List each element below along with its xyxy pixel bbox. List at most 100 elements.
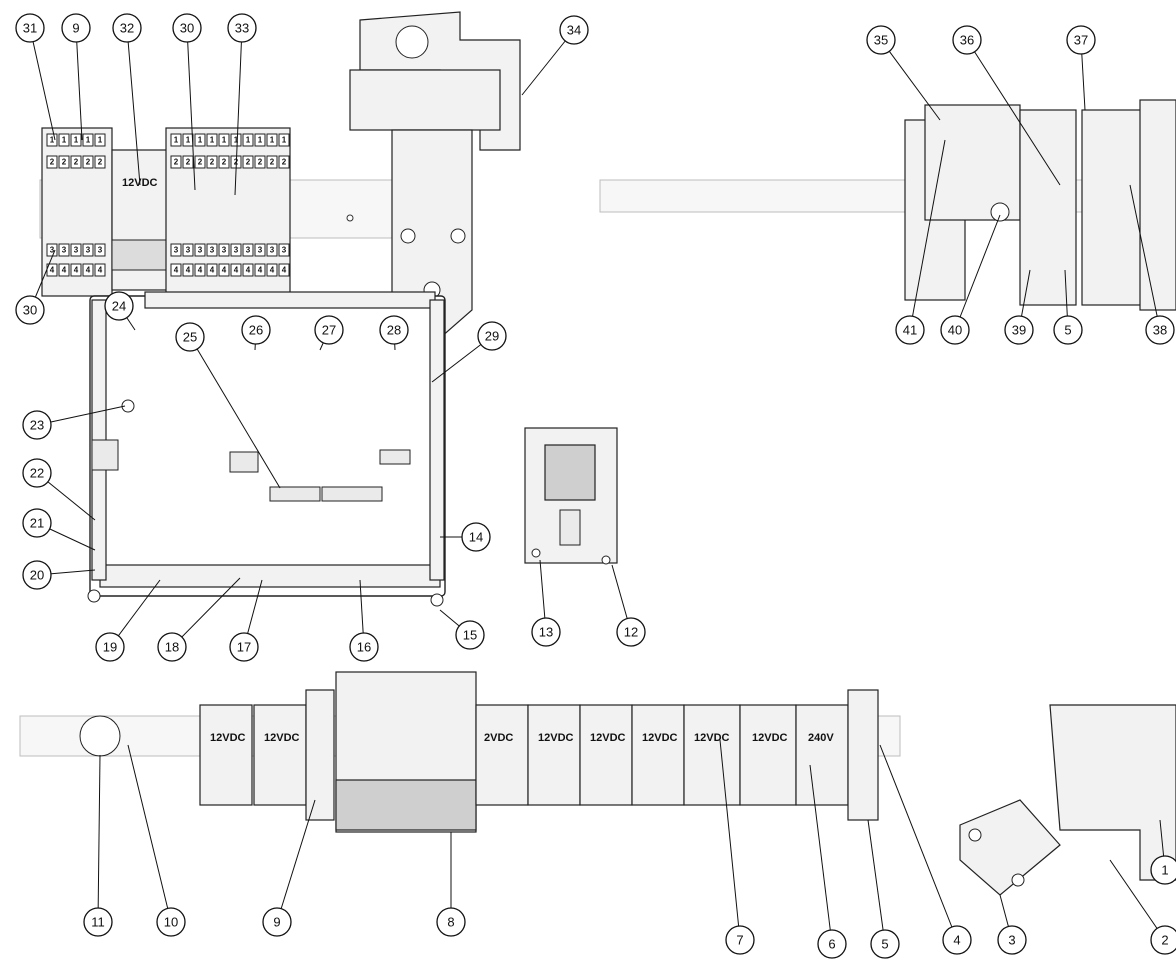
callout-c9a: 9 [61,13,91,43]
callout-circle [22,410,52,440]
callout-circle [940,315,970,345]
terminal-number: 3 [174,246,179,255]
callout-c23: 23 [22,410,52,440]
contactor-left [1019,109,1077,306]
leader-line-c9a [75,27,83,141]
leader-line-c33 [234,27,243,196]
terminal-number: 4 [246,266,251,275]
terminal-number: 3 [258,246,263,255]
terminal-number: 4 [234,266,239,275]
callout-c37: 37 [1066,25,1096,55]
callout-c31: 31 [15,13,45,43]
psu-module-2 [253,704,307,806]
callout-number: 31 [23,21,37,36]
psu-module-7 [683,704,741,806]
terminal-number: 4 [222,266,227,275]
controller-pcb [87,291,446,607]
callout-circle [870,929,900,959]
terminal-cell [94,263,106,277]
mount-screw-br [430,593,444,607]
callout-number: 29 [485,329,499,344]
leader-line-c30a [186,27,196,191]
ic-chip [229,451,259,473]
callout-number: 32 [120,21,134,36]
callout-circle [241,315,271,345]
leader-lines [29,27,1166,945]
callout-number: 40 [948,323,962,338]
callout-number: 23 [30,418,44,433]
terminal-cell [218,155,230,169]
terminal-cell [278,243,290,257]
callout-number: 18 [165,640,179,655]
leader-line-c11 [97,754,101,923]
terminal-number: 1 [86,136,91,145]
callout-number: 33 [235,21,249,36]
callout-number: 14 [469,530,483,545]
transformer-board [524,427,618,565]
terminal-cell [242,155,254,169]
terminal-cell [254,133,266,147]
leader-line-c25 [189,336,281,489]
rail-hole [346,214,354,222]
terminal-number: 2 [222,158,227,167]
callout-circle [1150,855,1176,885]
leader-line-c40 [954,214,1001,331]
callout-c6: 6 [817,929,847,959]
callout-c28: 28 [379,315,409,345]
terminal-cell [70,243,82,257]
terminal-number: 2 [282,158,287,167]
callout-c36: 36 [952,25,982,55]
callout-circle [455,620,485,650]
callout-c41: 41 [895,315,925,345]
callout-circle [22,458,52,488]
callout-number: 1 [1161,863,1168,878]
terminal-cell [46,133,58,147]
terminal-cell [82,263,94,277]
callout-c35: 35 [866,25,896,55]
callout-circle [997,925,1027,955]
top-right-assembly [599,99,1176,311]
terminal-cell [230,133,242,147]
terminal-cell [266,133,278,147]
terminal-number: 4 [186,266,191,275]
terminal-number: 3 [62,246,67,255]
terminal-number: 1 [270,136,275,145]
callout-circle [22,560,52,590]
terminal-number: 3 [74,246,79,255]
terminal-number: 1 [234,136,239,145]
terminal-cell [82,133,94,147]
terminal-cell [170,155,182,169]
pcb-top-connectors [144,291,436,309]
callout-c1: 1 [1150,855,1176,885]
terminal-number: 3 [282,246,287,255]
leader-line-c5b [867,819,886,945]
callout-c8: 8 [436,907,466,937]
contactor-right [1081,109,1143,306]
callout-number: 27 [322,323,336,338]
callout-number: 30 [180,21,194,36]
leader-line-c31 [29,27,56,141]
psu-module-5 [579,704,633,806]
callout-number: 4 [953,933,960,948]
callout-circle [15,295,45,325]
terminal-cell [218,263,230,277]
terminal-cell [278,155,290,169]
psu-module-label: 12VDC [590,732,626,744]
callout-number: 11 [91,915,105,930]
callout-number: 3 [1008,933,1015,948]
callout-circle [1145,315,1175,345]
callout-c5a: 5 [1053,315,1083,345]
terminal-cell [206,263,218,277]
leader-line-c23 [36,405,126,426]
callout-circle [229,632,259,662]
terminal-number: 1 [62,136,67,145]
terminal-number: 4 [74,266,79,275]
callout-number: 9 [72,21,79,36]
callout-c7: 7 [725,925,755,955]
psu-module-6 [631,704,685,806]
terminal-cell [242,243,254,257]
timer-relay [924,104,1021,221]
terminal-number: 1 [50,136,55,145]
relay-240v [795,704,849,806]
